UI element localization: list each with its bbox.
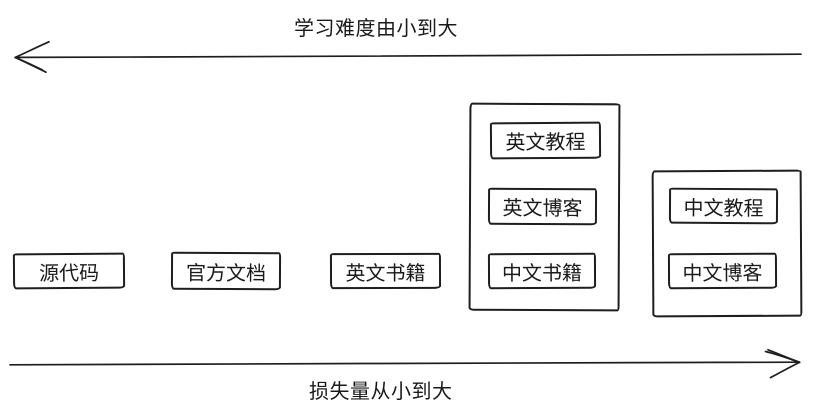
top-axis-left-arrow-icon <box>14 40 802 74</box>
bottom-axis-right-arrow-icon <box>9 348 801 379</box>
node-label: 源代码 <box>38 262 100 285</box>
node-english-books: 英文书籍 <box>329 252 442 290</box>
node-label: 中文教程 <box>683 197 764 220</box>
node-chinese-books: 中文书籍 <box>487 252 597 290</box>
node-official-docs: 官方文档 <box>170 251 282 291</box>
node-label: 英文博客 <box>502 197 583 221</box>
node-label: 官方文档 <box>185 262 267 285</box>
top-axis-label: 学习难度由小到大 <box>294 18 458 40</box>
node-chinese-blogs: 中文博客 <box>667 252 778 290</box>
bottom-axis-label: 损失量从小到大 <box>309 381 453 403</box>
node-label: 中文博客 <box>682 262 763 285</box>
node-source-code: 源代码 <box>12 252 126 290</box>
node-label: 英文书籍 <box>345 262 426 285</box>
node-english-blogs: 英文博客 <box>487 187 598 226</box>
node-english-tutorials: 英文教程 <box>489 121 602 160</box>
node-chinese-tutorials: 中文教程 <box>668 187 779 225</box>
node-label: 英文教程 <box>505 131 586 155</box>
node-label: 中文书籍 <box>501 262 583 285</box>
